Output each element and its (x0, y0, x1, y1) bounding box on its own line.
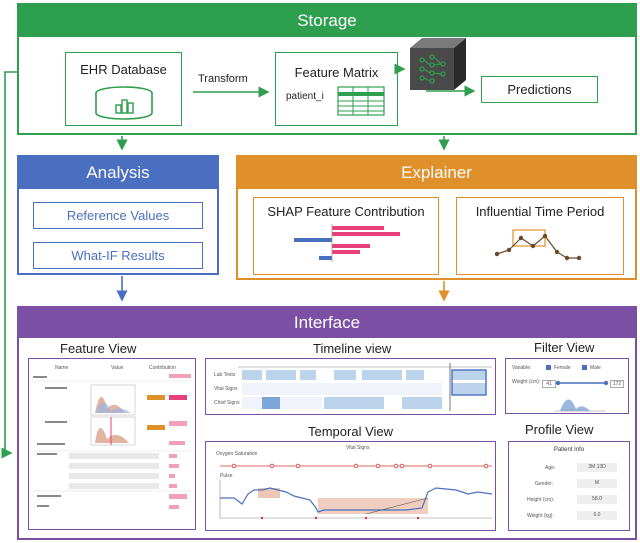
filter-male-label: Male (590, 365, 601, 371)
profile-height-label: Height (cm): (527, 497, 555, 503)
filter-min-input[interactable]: 41 (542, 380, 556, 388)
profile-age-label: Age: (545, 465, 556, 471)
interface-panel: Interface (17, 306, 637, 540)
shap-label: SHAP Feature Contribution (267, 204, 425, 219)
temporal-series-oxygen: Oxygen Saturation (216, 451, 258, 457)
ehr-database-label: EHR Database (80, 62, 167, 77)
predictions-box: Predictions (481, 76, 598, 103)
storage-title: Storage (297, 11, 357, 30)
explainer-header: Explainer (238, 157, 635, 189)
profile-height-value: 58.0 (577, 495, 617, 504)
filter-female-label: Female (554, 365, 571, 371)
timeline-row-vital: Vital Signs (214, 386, 238, 392)
shap-box: SHAP Feature Contribution (253, 197, 439, 275)
database-icon (95, 86, 153, 120)
reference-values-box: Reference Values (33, 202, 203, 229)
ehr-database-box: EHR Database (65, 52, 182, 126)
profile-row-height: Height (cm): 58.0 (515, 494, 625, 506)
whatif-results-label: What-IF Results (71, 248, 165, 263)
temporal-chart (219, 463, 493, 520)
analysis-title: Analysis (86, 163, 150, 182)
profile-panel-title: Patient Info (553, 447, 585, 453)
temporal-chart-title: Vital Signs (346, 445, 370, 451)
influential-box: Influential Time Period (456, 197, 624, 275)
filter-max-input[interactable]: 172 (610, 380, 624, 388)
interface-title: Interface (293, 313, 361, 332)
feature-col-contribution: Contribution (149, 365, 176, 371)
storage-header: Storage (19, 5, 635, 37)
temporal-view-box: Vital Signs Oxygen Saturation Pulse (205, 441, 496, 531)
timeline-view-title: Timeline view (313, 341, 392, 356)
table-grid-icon (337, 86, 385, 116)
profile-gender-value: M (577, 479, 617, 488)
transform-label: Transform (198, 73, 248, 85)
shap-bar-icon (294, 224, 400, 262)
temporal-view-title: Temporal View (308, 424, 394, 439)
profile-weight-value: 6.0 (577, 511, 617, 520)
profile-gender-label: Gender: (535, 481, 554, 487)
filter-view-box: Variable: Female Male Weight (cm): 41 17… (505, 358, 629, 414)
feature-matrix-label: Feature Matrix (294, 65, 379, 80)
filter-weight-label: Weight (cm): (512, 379, 541, 385)
feature-matrix-box: Feature Matrix patient_i (275, 52, 398, 126)
temporal-series-pulse: Pulse (220, 473, 233, 479)
feature-col-value: Value (111, 365, 124, 371)
filter-male-checkbox[interactable] (582, 365, 587, 370)
filter-range-slider[interactable] (506, 359, 630, 415)
profile-row-weight: Weight (kg): 6.0 (515, 510, 625, 522)
feature-view-content (33, 374, 193, 509)
filter-view-title: Filter View (534, 340, 595, 355)
filter-variable-label: Variable: (512, 365, 532, 371)
explainer-panel: Explainer SHAP Feature Contribution Infl… (236, 155, 637, 280)
interface-header: Interface (19, 308, 635, 338)
analysis-panel: Analysis Reference Values What-IF Result… (17, 155, 219, 275)
influential-label: Influential Time Period (475, 204, 605, 219)
timeline-row-lab: Lab Tests (214, 372, 236, 378)
reference-values-label: Reference Values (66, 208, 170, 223)
analysis-header: Analysis (19, 157, 217, 189)
feature-view-box: Name Value Contribution (28, 358, 196, 530)
storage-panel: Storage (17, 3, 637, 135)
explainer-title: Explainer (401, 163, 472, 182)
timeline-view-box: Lab Tests Vital Signs Chief Signs (205, 358, 496, 415)
profile-age-value: 3M 13D (577, 463, 617, 472)
feature-view-title: Feature View (60, 341, 137, 356)
feature-col-name: Name (55, 365, 69, 371)
profile-row-age: Age: 3M 13D (515, 462, 625, 474)
profile-view-title: Profile View (525, 422, 594, 437)
whatif-results-box: What-IF Results (33, 242, 203, 269)
timeline-grid (238, 363, 492, 411)
profile-weight-label: Weight (kg): (527, 513, 554, 519)
profile-view-box: Patient Info Age: 3M 13D Gender: M Heigh… (508, 441, 630, 531)
patient-label: patient_i (286, 91, 324, 102)
timeline-row-chief: Chief Signs (214, 400, 240, 406)
arrow-feedback-loop (1, 71, 17, 459)
predictions-label: Predictions (507, 82, 572, 97)
filter-female-checkbox[interactable] (546, 365, 551, 370)
influential-line-icon (494, 229, 582, 261)
profile-row-gender: Gender: M (515, 478, 625, 490)
